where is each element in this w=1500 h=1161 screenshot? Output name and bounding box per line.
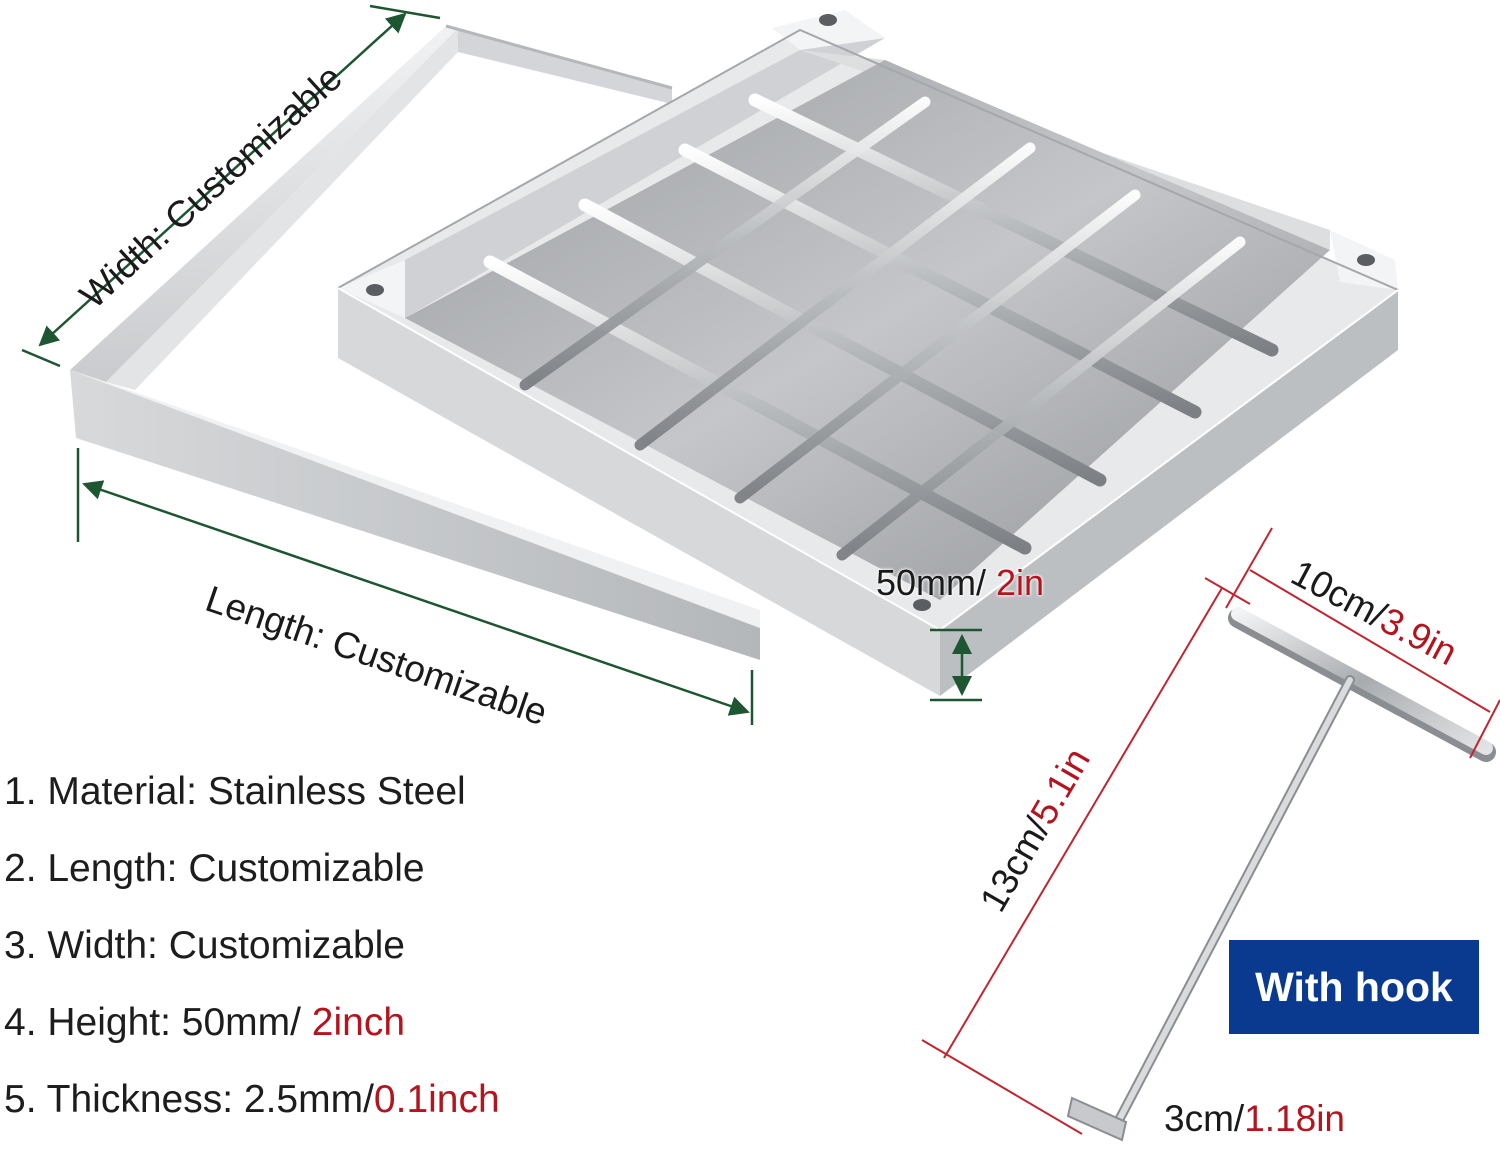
hook-size-metric: 3cm/	[1164, 1098, 1245, 1139]
hook-size-label: 3cm/1.18in	[1164, 1098, 1345, 1140]
spec-material: 1. Material: Stainless Steel	[4, 770, 466, 813]
height-label: 50mm/ 2in	[876, 562, 1044, 604]
spec-thickness: 5. Thickness: 2.5mm/0.1inch	[4, 1078, 500, 1121]
dimension-lines	[21, 4, 982, 725]
handle-dimension-lines	[921, 527, 1500, 1135]
spec-height: 4. Height: 50mm/ 2inch	[4, 1001, 406, 1044]
height-imperial: 2in	[996, 562, 1045, 603]
spec-length: 2. Length: Customizable	[4, 847, 425, 890]
grate-tray	[337, 10, 1399, 696]
spec-list: 1. Material: Stainless Steel 2. Length: …	[4, 770, 564, 1155]
hook-size-imperial: 1.18in	[1244, 1098, 1345, 1139]
with-hook-badge: With hook	[1229, 940, 1479, 1034]
height-metric: 50mm/	[876, 562, 997, 603]
t-handle-hook	[1066, 607, 1496, 1142]
spec-width: 3. Width: Customizable	[4, 924, 405, 967]
